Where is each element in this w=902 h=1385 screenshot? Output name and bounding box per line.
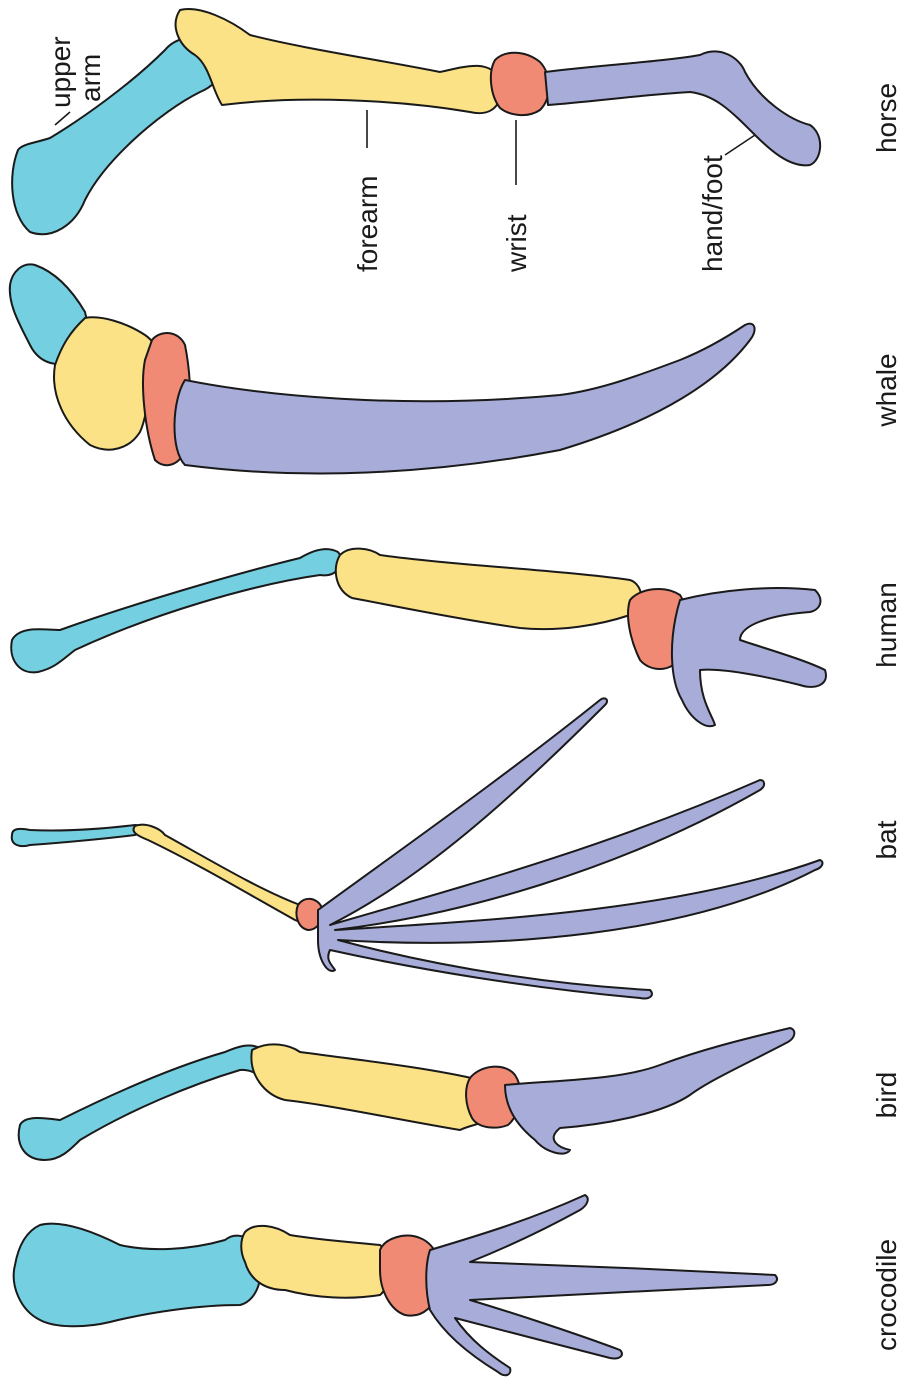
- human-forearm: [336, 549, 641, 630]
- animal-label-crocodile: crocodile: [871, 1239, 902, 1351]
- animal-label-human: human: [871, 582, 902, 668]
- upper-arm-pointer-line: [55, 112, 70, 125]
- crocodile-upper-arm: [14, 1224, 261, 1327]
- animal-label-whale: whale: [871, 353, 902, 427]
- whale-hand: [174, 324, 754, 474]
- human-hand: [672, 588, 826, 726]
- wrist-label: wrist: [501, 214, 532, 273]
- horse-hand: [545, 51, 820, 165]
- hand-foot-label: hand/foot: [697, 155, 728, 272]
- animal-label-bird: bird: [871, 1072, 902, 1119]
- crocodile-forearm: [241, 1226, 389, 1298]
- limb-bat: [12, 698, 823, 998]
- human-upper-arm: [11, 549, 341, 672]
- hand-pointer-line: [725, 135, 755, 155]
- upper-arm-label-line1: upper: [45, 36, 76, 108]
- animal-labels: horse whale human bat bird crocodile: [871, 83, 902, 1351]
- horse-upper-arm: [12, 38, 224, 234]
- crocodile-hand: [426, 1195, 777, 1375]
- horse-forearm: [176, 9, 502, 113]
- animal-label-horse: horse: [871, 83, 902, 153]
- forearm-label: forearm: [352, 176, 383, 272]
- limb-whale: [10, 264, 755, 473]
- limb-crocodile: [14, 1195, 777, 1375]
- animal-label-bat: bat: [871, 820, 902, 859]
- bird-hand: [505, 1028, 794, 1154]
- bird-upper-arm: [19, 1045, 278, 1160]
- upper-arm-label-line2: arm: [75, 54, 106, 102]
- bat-forearm: [133, 825, 305, 922]
- bat-hand: [318, 698, 822, 998]
- horse-wrist: [491, 53, 549, 115]
- bird-forearm: [251, 1044, 498, 1130]
- bat-upper-arm: [12, 825, 143, 846]
- limb-human: [11, 549, 826, 727]
- limb-bird: [19, 1028, 795, 1160]
